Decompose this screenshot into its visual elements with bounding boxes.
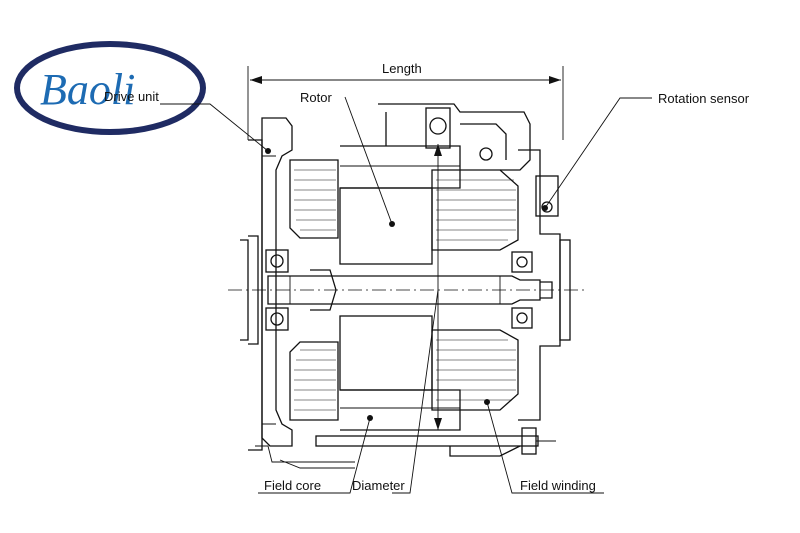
field-core-label: Field core <box>264 478 321 493</box>
rotor-core <box>339 145 461 431</box>
length-label: Length <box>382 61 422 76</box>
diameter-dimension <box>434 144 442 430</box>
terminal-box <box>378 103 531 171</box>
diameter-label: Diameter <box>352 478 405 493</box>
bearing-left-bottom <box>265 307 289 331</box>
baoli-logo: Baoli <box>14 41 206 135</box>
logo-text: Baoli <box>40 65 135 114</box>
rotor-label: Rotor <box>300 90 332 105</box>
tie-rod <box>315 427 556 457</box>
drive-unit-housing <box>240 117 355 469</box>
bearing-left-top <box>265 249 289 273</box>
field-winding-label: Field winding <box>520 478 596 493</box>
drive-unit-label: Drive unit <box>104 89 159 104</box>
right-end-shield <box>518 149 571 421</box>
bearing-right-bottom <box>511 307 533 329</box>
shaft <box>267 269 553 311</box>
length-dimension <box>247 66 564 140</box>
field-winding-left <box>289 159 339 421</box>
leader-lines <box>160 96 652 494</box>
rotation-sensor-label: Rotation sensor <box>658 91 750 106</box>
bearing-right-top <box>511 251 533 273</box>
